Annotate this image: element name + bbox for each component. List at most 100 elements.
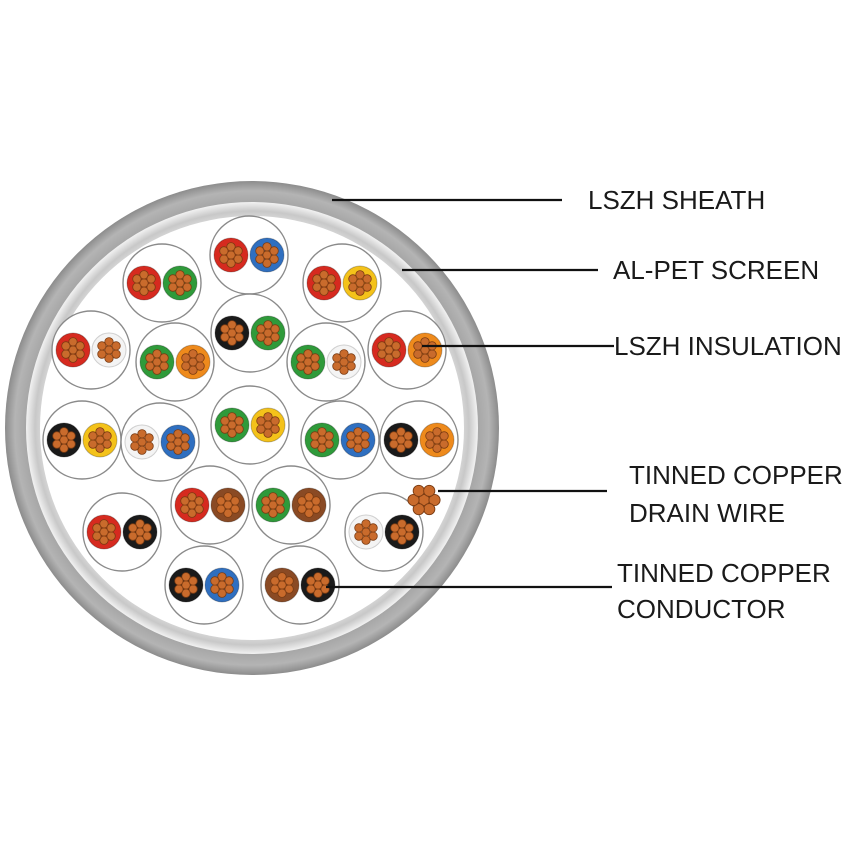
copper-strand — [75, 341, 85, 351]
copper-strand — [139, 286, 149, 296]
copper-strand — [353, 427, 363, 437]
copper-strand — [182, 274, 192, 284]
copper-strand — [256, 424, 266, 434]
copper-strand — [268, 508, 278, 518]
copper-strand — [174, 584, 184, 594]
copper-strand — [317, 443, 327, 453]
twisted-pair — [164, 545, 244, 625]
copper-strand — [135, 519, 145, 529]
copper-strand — [66, 431, 76, 441]
copper-strand — [92, 523, 102, 533]
copper-strand — [312, 274, 322, 284]
copper-strand — [174, 576, 184, 586]
pair-wrap — [302, 243, 382, 323]
copper-strand — [130, 433, 140, 443]
drain-strand — [428, 493, 441, 507]
twisted-pair — [260, 545, 340, 625]
copper-strand — [104, 353, 114, 363]
pair-wrap — [82, 492, 162, 572]
copper-strand — [348, 282, 358, 292]
copper-strand — [92, 531, 102, 541]
drain-strand — [423, 503, 436, 516]
copper-strand — [233, 246, 243, 256]
copper-strand — [168, 282, 178, 292]
copper-strand — [181, 588, 191, 598]
copper-strand — [152, 365, 162, 375]
label-drain-wire-line-1: TINNED COPPER — [629, 460, 843, 490]
copper-strand — [61, 341, 71, 351]
copper-strand — [187, 508, 197, 518]
copper-strand — [396, 427, 406, 437]
copper-strand — [270, 576, 280, 586]
twisted-pair — [51, 310, 131, 390]
copper-strand — [432, 427, 442, 437]
copper-strand — [310, 439, 320, 449]
copper-strand — [68, 353, 78, 363]
copper-strand — [216, 504, 226, 514]
copper-strand — [181, 353, 191, 363]
copper-strand — [263, 412, 273, 422]
copper-strand — [263, 320, 273, 330]
copper-strand — [312, 282, 322, 292]
twisted-pair — [82, 492, 162, 572]
pair-wrap — [379, 400, 459, 480]
copper-strand — [255, 254, 265, 264]
pair-wrap — [120, 402, 200, 482]
copper-strand — [346, 439, 356, 449]
copper-strand — [396, 443, 406, 453]
copper-strand — [144, 433, 154, 443]
copper-strand — [296, 361, 306, 371]
copper-strand — [262, 258, 272, 268]
copper-strand — [326, 274, 336, 284]
copper-strand — [377, 349, 387, 359]
twisted-pair — [379, 400, 459, 480]
copper-strand — [413, 349, 423, 359]
copper-strand — [219, 246, 229, 256]
copper-strand — [317, 427, 327, 437]
label-al-pet-screen: AL-PET SCREEN — [613, 255, 819, 285]
pair-wrap — [122, 243, 202, 323]
copper-strand — [263, 428, 273, 438]
copper-strand — [256, 416, 266, 426]
copper-strand — [99, 535, 109, 545]
copper-strand — [390, 523, 400, 533]
twisted-pair — [210, 293, 290, 373]
copper-strand — [332, 353, 342, 363]
label-drain-wire-line-2: DRAIN WIRE — [629, 498, 785, 528]
copper-strand — [173, 445, 183, 455]
copper-strand — [310, 353, 320, 363]
copper-strand — [159, 353, 169, 363]
copper-strand — [263, 336, 273, 346]
pair-wrap — [135, 322, 215, 402]
copper-strand — [319, 270, 329, 280]
copper-strand — [355, 270, 365, 280]
copper-strand — [227, 412, 237, 422]
copper-strand — [261, 504, 271, 514]
copper-strand — [403, 431, 413, 441]
drain-strand — [423, 484, 436, 497]
copper-strand — [275, 496, 285, 506]
copper-strand — [181, 361, 191, 371]
copper-strand — [297, 504, 307, 514]
copper-strand — [95, 427, 105, 437]
copper-strand — [180, 504, 190, 514]
copper-strand — [270, 584, 280, 594]
cable — [5, 181, 499, 675]
copper-strand — [432, 443, 442, 453]
copper-strand — [97, 349, 107, 359]
copper-strand — [59, 443, 69, 453]
copper-strand — [354, 523, 364, 533]
copper-strand — [188, 576, 198, 586]
copper-strand — [217, 588, 227, 598]
copper-strand — [261, 496, 271, 506]
copper-strand — [404, 523, 414, 533]
pair-wrap — [300, 400, 380, 480]
drain-strand — [407, 493, 420, 507]
copper-strand — [234, 324, 244, 334]
copper-strand — [99, 519, 109, 529]
twisted-pair — [122, 243, 202, 323]
drain-strand — [412, 503, 425, 516]
twisted-pair — [302, 243, 382, 323]
copper-strand — [306, 584, 316, 594]
